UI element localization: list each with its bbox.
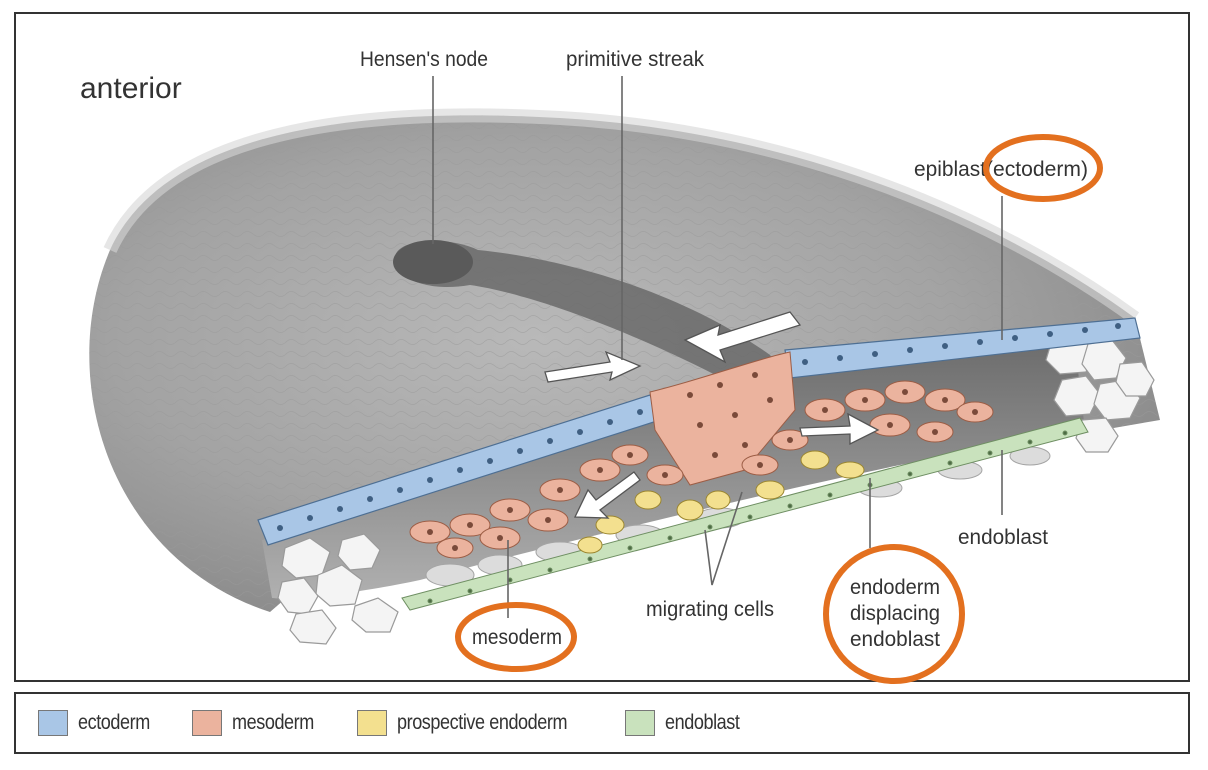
- legend-label-ectoderm: ectoderm: [78, 711, 150, 734]
- label-primitive-streak: primitive streak: [566, 48, 704, 71]
- leader-lines: [432, 76, 1003, 618]
- legend-item-prospective-endoderm: prospective endoderm: [356, 710, 595, 736]
- marginal-cells-right: [1045, 333, 1155, 453]
- legend-swatch-endoblast: [624, 710, 655, 736]
- highlight-circle-mesoderm: [455, 602, 577, 672]
- label-hensens-node: Hensen's node: [360, 48, 488, 71]
- arrow-inward-right: [683, 311, 802, 364]
- label-endoderm-line3: endoblast: [850, 628, 940, 651]
- migration-arrows: [544, 311, 880, 519]
- marginal-cells-left: [277, 533, 399, 645]
- label-mesoderm: mesoderm: [472, 626, 562, 649]
- highlight-circle-ectoderm: [983, 134, 1103, 202]
- legend-item-mesoderm: mesoderm: [191, 710, 327, 736]
- legend-swatch-ectoderm: [38, 710, 68, 736]
- label-endoderm-line2: displacing: [850, 602, 940, 625]
- label-endoblast: endoblast: [958, 526, 1048, 549]
- legend-label-prospective-endoderm: prospective endoderm: [396, 711, 568, 734]
- legend-label-endoblast: endoblast: [664, 711, 740, 734]
- embryo-diagram: anterior Hensen's node primitive streak …: [80, 48, 1161, 684]
- label-epiblast: epiblast: [914, 158, 986, 181]
- label-ectoderm: (ectoderm): [986, 158, 1088, 181]
- prospective-endoderm-cells: [577, 450, 865, 554]
- highlight-circle-endoderm: [823, 544, 965, 684]
- legend-swatch-prospective-endoderm: [356, 710, 387, 736]
- arrow-right: [799, 412, 880, 446]
- label-endoderm-line1: endoderm: [850, 576, 940, 599]
- primitive-streak-groove: [393, 240, 777, 389]
- arrow-inward-left: [544, 350, 642, 383]
- legend-item-ectoderm: ectoderm: [38, 710, 162, 736]
- label-anterior: anterior: [80, 72, 182, 105]
- label-migrating-cells: migrating cells: [646, 598, 774, 621]
- lower-layer-cells: [425, 446, 1051, 587]
- legend: ectoderm mesoderm prospective endoderm e…: [14, 692, 1190, 754]
- legend-label-mesoderm: mesoderm: [231, 711, 314, 734]
- arrow-down-left: [573, 471, 641, 519]
- hensens-node-pit: [393, 240, 473, 284]
- ectoderm-layer: [257, 317, 1141, 546]
- legend-swatch-mesoderm: [191, 710, 222, 736]
- mesoderm-nuclei: [427, 372, 978, 551]
- highlight-circles: [455, 134, 1103, 684]
- legend-item-endoblast: endoblast: [624, 710, 752, 736]
